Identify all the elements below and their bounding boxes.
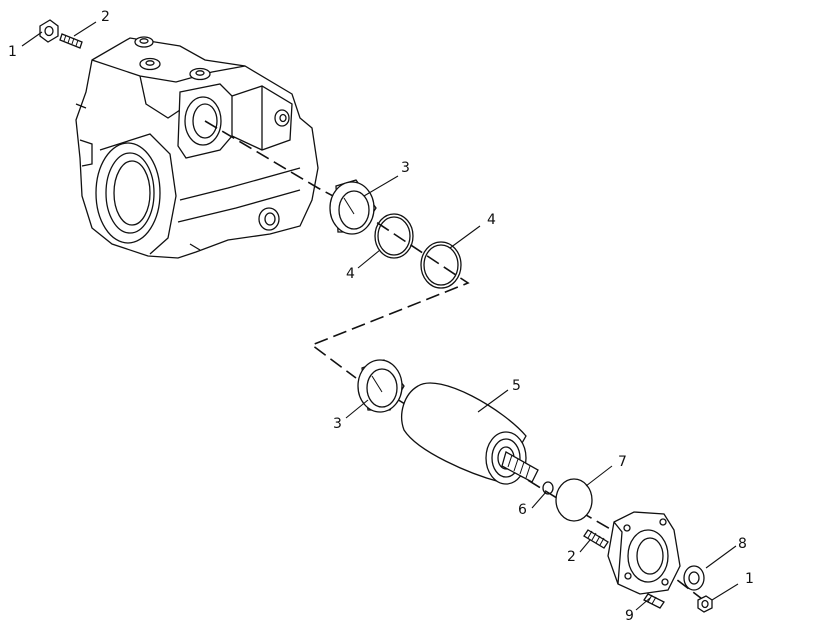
piston-item-5: [401, 382, 539, 485]
callout-6: 6: [518, 502, 527, 518]
callout-4-left: 4: [346, 266, 355, 282]
callout-2-lower: 2: [567, 549, 576, 565]
callout-5: 5: [512, 378, 521, 394]
leader-lines: [21, 21, 739, 611]
seal-ring-item-4-a: [374, 213, 414, 259]
callout-labels: 1 2 3 4 4 3 5 7 6 8 2 1 9: [8, 9, 754, 624]
callout-3-lower: 3: [333, 416, 342, 432]
callout-7: 7: [618, 454, 627, 470]
seal-ring-item-4-b: [420, 241, 462, 289]
screw-item-2-top: [59, 33, 83, 49]
plug-item-8: [683, 565, 705, 591]
pump-housing: [75, 36, 319, 259]
callout-2-top: 2: [101, 9, 110, 25]
callout-3-upper: 3: [401, 160, 410, 176]
callout-9: 9: [625, 608, 634, 624]
screw-item-2-lower: [583, 529, 609, 549]
nut-item-1-bottom: [697, 595, 713, 613]
end-cover-plate: [607, 511, 681, 595]
disc-item-7: [555, 478, 593, 522]
bushing-item-3-lower: [357, 359, 405, 413]
callout-8: 8: [738, 536, 747, 552]
callout-1-top: 1: [8, 44, 17, 60]
nut-item-1-top: [39, 19, 59, 43]
o-ring-item-6: [542, 481, 554, 495]
callout-1-bottom: 1: [745, 571, 754, 587]
callout-4-right: 4: [487, 212, 496, 228]
bushing-item-3-upper: [329, 179, 377, 235]
